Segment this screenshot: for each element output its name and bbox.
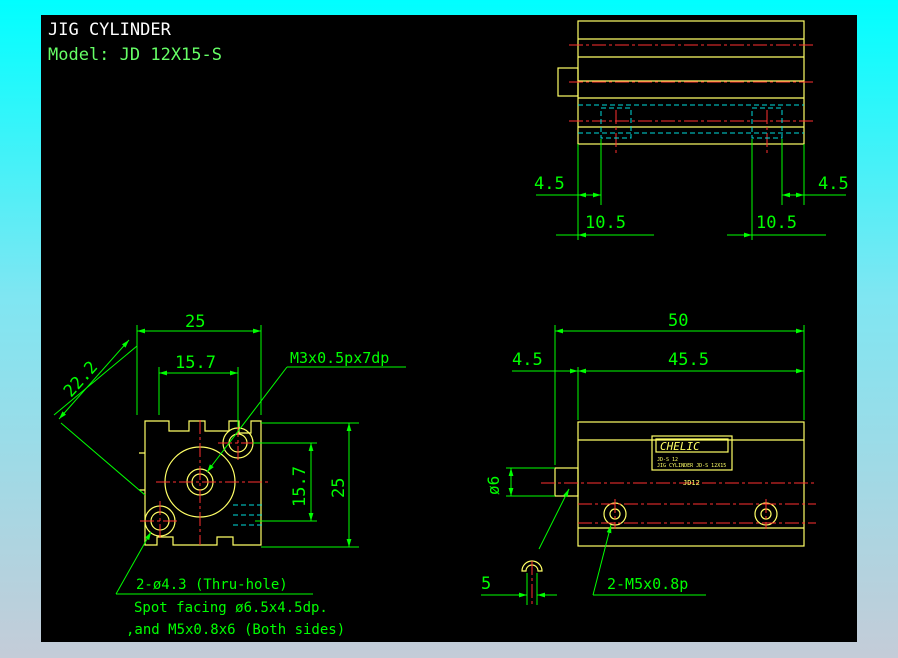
drawing-sheet: JIG CYLINDER Model: JD 12X15-S xyxy=(41,15,857,642)
front-view-body xyxy=(144,420,262,546)
dim-front-inner-width: 15.7 xyxy=(175,353,216,373)
dim-rod-length: 5 xyxy=(481,574,491,594)
dim-top-left-large: 10.5 xyxy=(585,213,626,233)
dim-front-width: 25 xyxy=(185,312,205,332)
cad-drawing: JIG CYLINDER Model: JD 12X15-S xyxy=(48,20,849,638)
top-view: 4.5 10.5 10.5 4.5 xyxy=(534,20,849,240)
model-label: Model: JD 12X15-S xyxy=(48,45,222,65)
dim-rod-diameter: ø6 xyxy=(484,476,503,495)
model-stamp: JD12 xyxy=(683,479,700,487)
note-thru-hole: 2-ø4.3 (Thru-hole) xyxy=(136,577,288,593)
note-spot-facing: Spot facing ø6.5x4.5dp. xyxy=(134,600,328,616)
dim-front-height: 25 xyxy=(329,478,349,498)
note-ports: 2-M5x0.8p xyxy=(607,575,688,593)
dim-side-length: 50 xyxy=(668,311,688,331)
dim-side-body-length: 45.5 xyxy=(668,350,709,370)
side-view: 50 4.5 45.5 ø6 5 2-M5x0.8p CHELIC JD-S 1… xyxy=(481,311,816,605)
dim-top-left-small: 4.5 xyxy=(534,174,565,194)
chelic-label-plate xyxy=(651,435,733,471)
note-both-sides: ,and M5x0.8x6 (Both sides) xyxy=(126,622,345,638)
label-line-2: JIG CYLINDER JD-S 12X15 xyxy=(657,463,726,469)
brand-label: CHELIC xyxy=(660,440,700,453)
dim-top-right-large: 10.5 xyxy=(756,213,797,233)
drawing-title: JIG CYLINDER xyxy=(48,20,172,40)
piston-rod xyxy=(554,467,579,497)
dim-top-right-small: 4.5 xyxy=(818,174,849,194)
dim-front-height-inner: 15.7 xyxy=(290,466,310,507)
dim-side-offset: 4.5 xyxy=(512,350,543,370)
note-tap-thread: M3x0.5px7dp xyxy=(290,349,389,367)
front-view: 25 15.7 22.2 15.7 25 M3x0.5px7dp 2-ø4.3 … xyxy=(53,312,406,638)
label-line-1: JD-S 12 xyxy=(657,457,678,463)
